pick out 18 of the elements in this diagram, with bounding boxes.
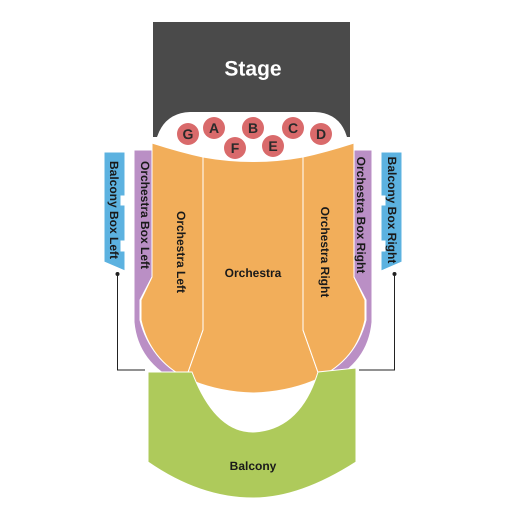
section-label: Balcony Box Right [386,156,398,264]
section-label: Orchestra Box Right [355,156,367,274]
section-marker: G [177,123,199,145]
section-label: Balcony [230,460,276,472]
section-marker: F [224,137,246,159]
section-marker: B [242,117,264,139]
section-marker: A [203,117,225,139]
section-label: Orchestra Left [175,210,187,294]
connector-line [358,272,396,370]
section-label: Orchestra Right [319,206,331,298]
section-label: Orchestra Box Left [139,160,151,270]
section-label: Balcony Box Left [108,161,120,259]
section-marker: C [282,117,304,139]
stage-label: Stage [224,58,282,80]
section-marker: E [262,135,284,157]
section-label: Orchestra [224,267,282,279]
section-marker: D [310,123,332,145]
connector-line [116,272,146,370]
